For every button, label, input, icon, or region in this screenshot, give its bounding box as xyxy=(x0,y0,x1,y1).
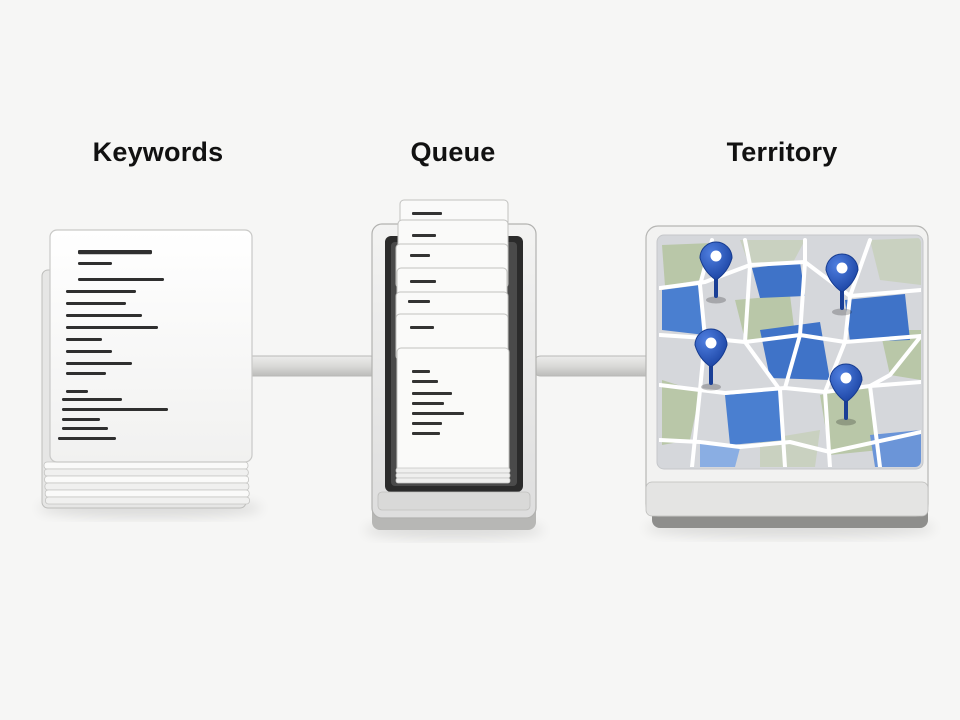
connector-keywords-queue xyxy=(243,355,380,377)
text-line xyxy=(410,326,434,329)
page-edge xyxy=(43,461,249,470)
map-pin-icon xyxy=(699,241,733,304)
text-line xyxy=(66,350,112,353)
text-line xyxy=(66,338,102,341)
page-edge xyxy=(43,468,249,477)
text-line xyxy=(412,392,452,395)
page-edge xyxy=(45,496,250,505)
text-line xyxy=(66,290,136,293)
map-pin-icon xyxy=(825,253,859,316)
card-edge xyxy=(395,467,511,474)
text-line xyxy=(78,278,164,281)
text-line xyxy=(412,422,442,425)
page-edge xyxy=(44,489,250,498)
text-line xyxy=(412,370,430,373)
text-line xyxy=(78,250,152,255)
queue-card-stack xyxy=(395,199,511,484)
card-queue-icon xyxy=(371,199,537,530)
map-surface xyxy=(659,238,921,467)
stage-label-keywords: Keywords xyxy=(92,137,224,167)
text-line xyxy=(412,412,464,415)
text-line xyxy=(410,280,436,283)
page-edge xyxy=(44,475,249,484)
text-line xyxy=(66,314,142,317)
text-line xyxy=(412,212,442,215)
text-line xyxy=(66,302,126,305)
card-edge xyxy=(395,477,511,484)
document-text-lines xyxy=(58,250,168,440)
text-line xyxy=(62,408,168,411)
text-line xyxy=(62,398,122,401)
map-pin-icon xyxy=(829,363,863,426)
text-line xyxy=(62,418,100,421)
text-line xyxy=(66,390,88,393)
map-tray-icon xyxy=(645,225,929,528)
map-pins xyxy=(694,241,863,426)
queue-card xyxy=(396,347,510,475)
text-line xyxy=(62,427,108,430)
stage-label-queue: Queue xyxy=(410,137,496,167)
text-line xyxy=(66,326,158,329)
text-line xyxy=(412,432,440,435)
text-line xyxy=(78,262,112,265)
page-edge xyxy=(44,482,250,491)
text-line xyxy=(66,372,106,375)
text-line xyxy=(58,437,116,440)
card-edge xyxy=(395,472,511,479)
text-line xyxy=(412,380,438,383)
text-line xyxy=(408,300,430,303)
stage-label-territory: Territory xyxy=(726,137,838,167)
document-stack-icon xyxy=(41,229,253,509)
text-line xyxy=(412,234,436,237)
connector-queue-territory xyxy=(531,355,657,377)
map-pin-icon xyxy=(694,328,728,391)
text-line xyxy=(66,362,132,365)
text-line xyxy=(410,254,430,257)
text-line xyxy=(412,402,444,405)
